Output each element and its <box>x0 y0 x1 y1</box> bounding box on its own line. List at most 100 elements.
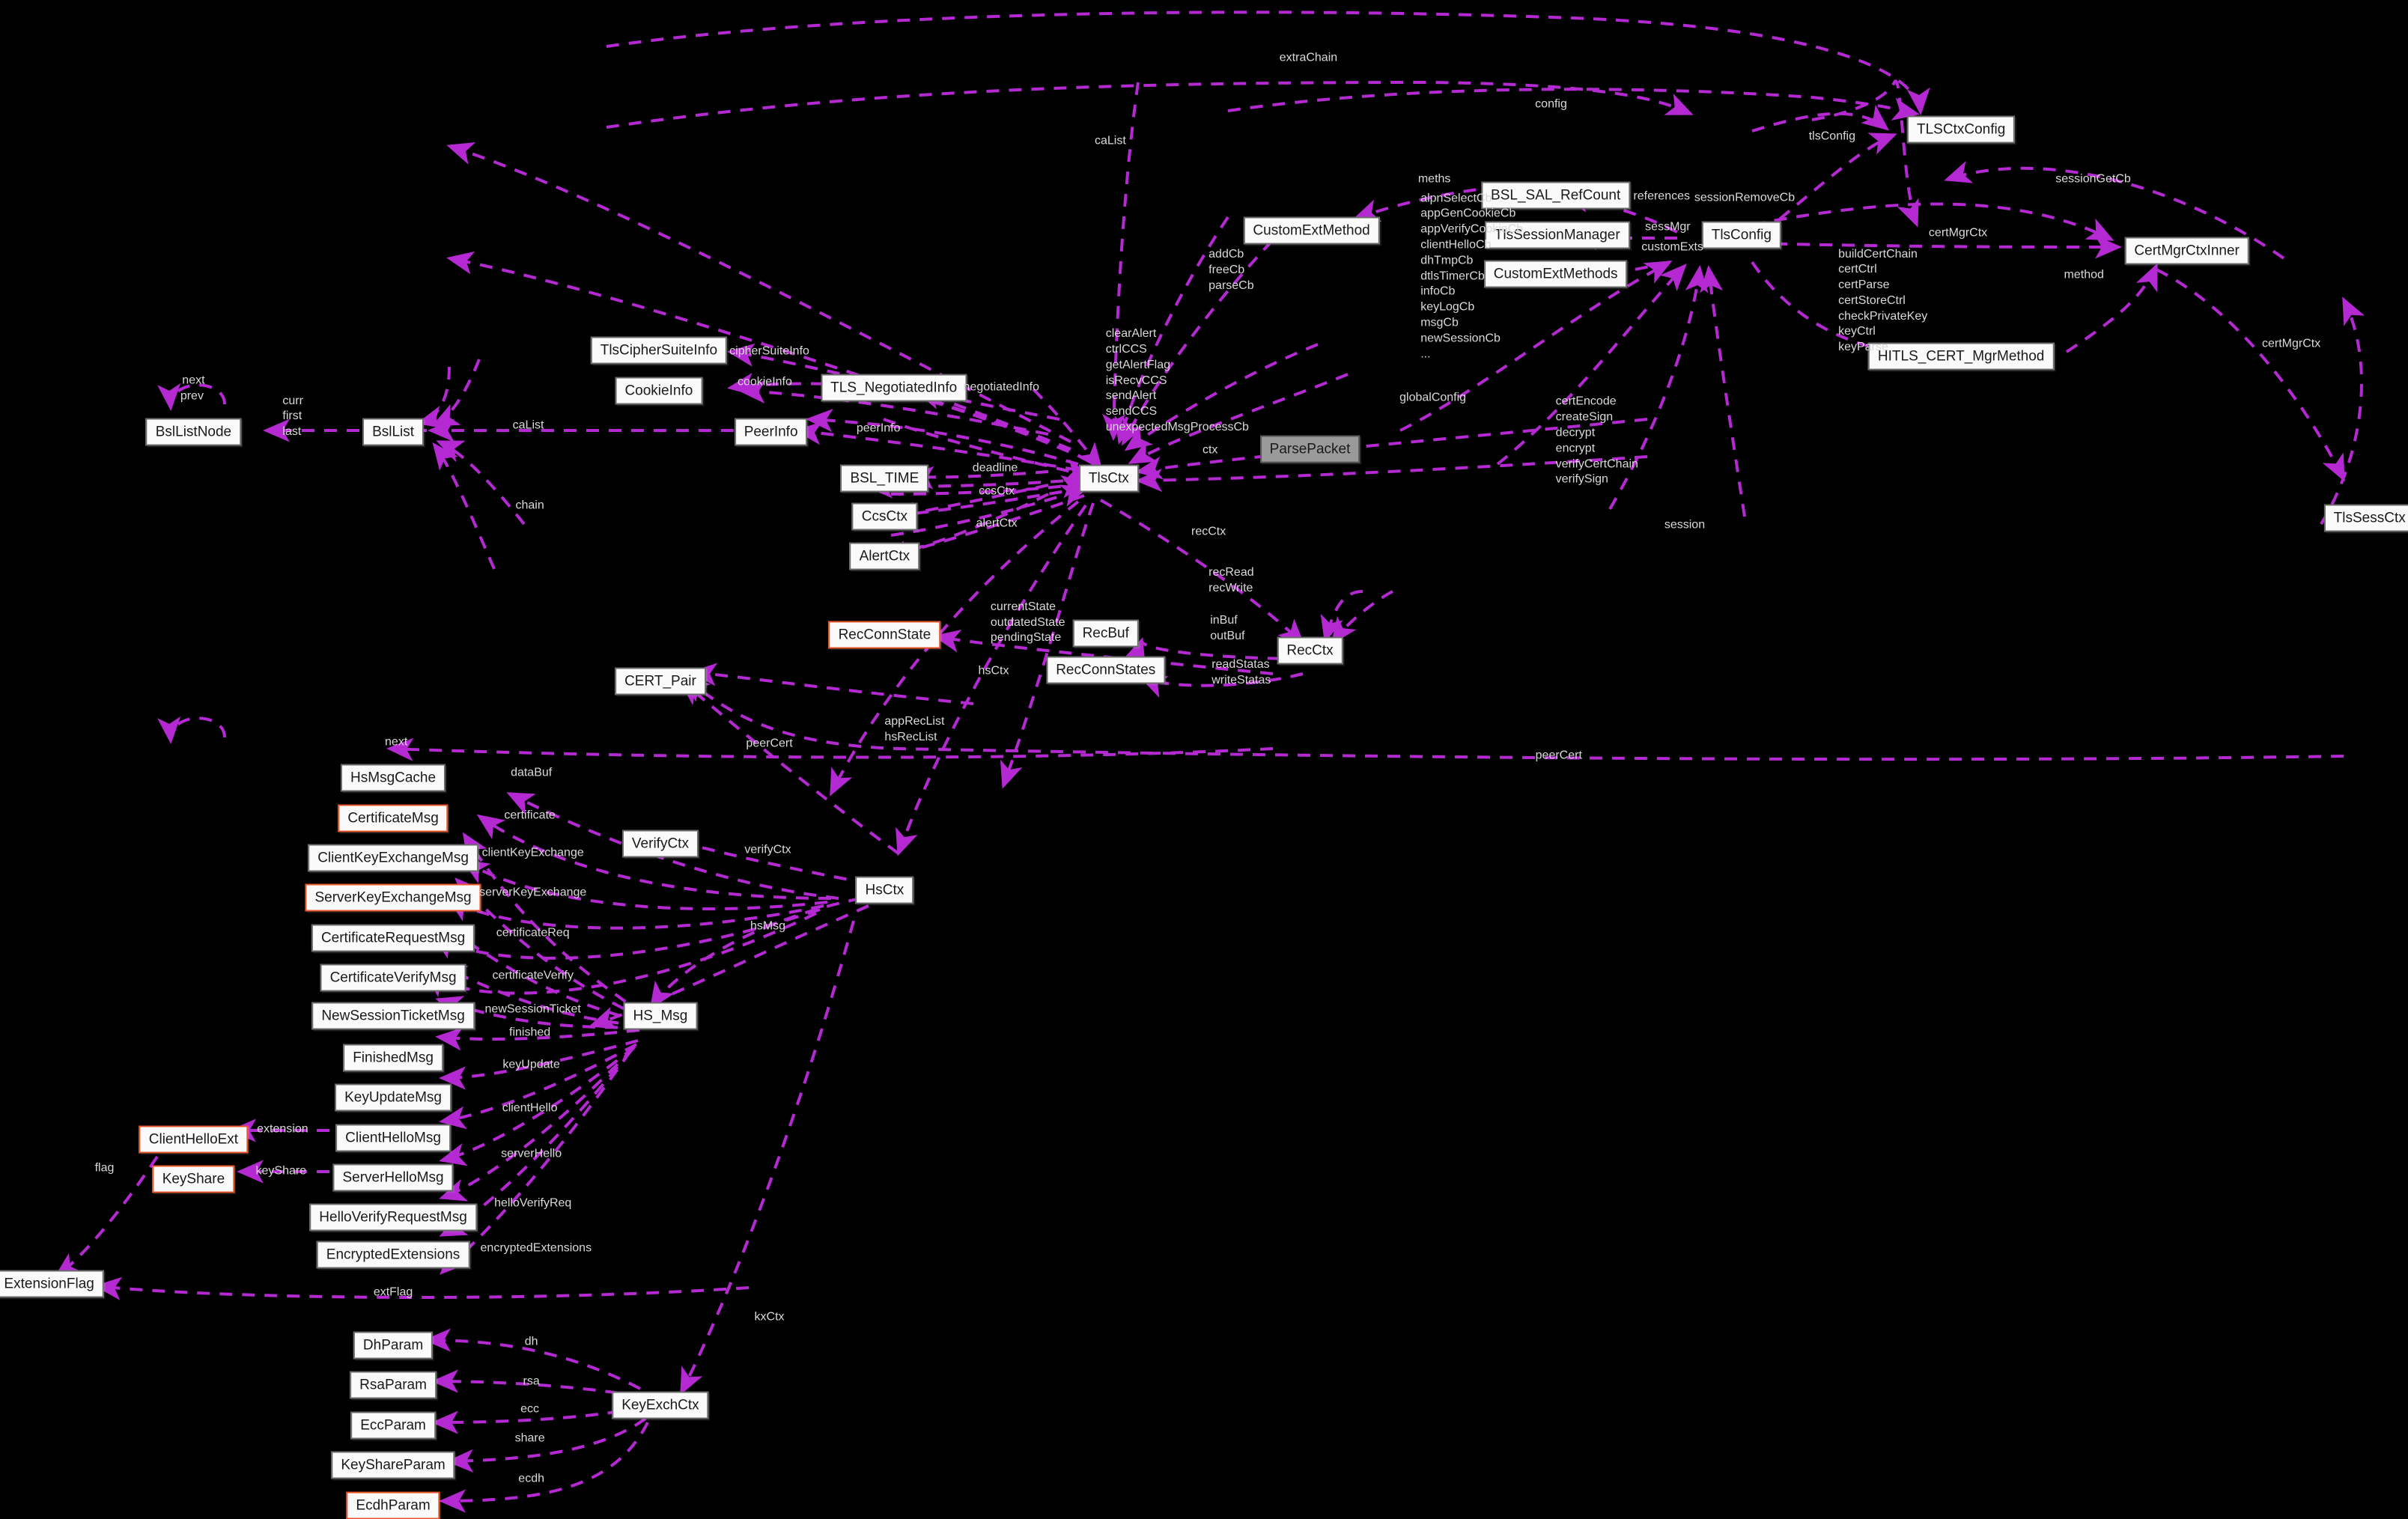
node-HelloVerifyRequestMsg[interactable]: HelloVerifyRequestMsg <box>309 1203 477 1232</box>
edge-label: currentState outdatedState pendingState <box>990 600 1065 645</box>
node-KeyUpdateMsg[interactable]: KeyUpdateMsg <box>335 1083 452 1112</box>
edge-label: serverHello <box>501 1147 562 1160</box>
node-TLSCtxConfig[interactable]: TLSCtxConfig <box>1907 115 2016 143</box>
edge-label: certMgrCtx <box>1928 226 1988 240</box>
edge-label: extension <box>257 1123 308 1136</box>
edge-label: next <box>182 374 205 387</box>
edge-label: sessMgr <box>1645 220 1691 234</box>
edge-label: references <box>1633 189 1690 203</box>
node-NewSessionTicketMsg[interactable]: NewSessionTicketMsg <box>311 1002 475 1030</box>
edge-label: prev <box>180 389 204 403</box>
node-EcdhParam[interactable]: EcdhParam <box>346 1491 440 1519</box>
node-VerifyCtx[interactable]: VerifyCtx <box>621 829 699 858</box>
edge-label: clearAlert ctrlCCS getAlertFlag isRecvCC… <box>1105 327 1249 434</box>
edge-label: verifyCtx <box>744 843 791 856</box>
edge-label: certEncode createSign decrypt encrypt ve… <box>1555 395 1638 486</box>
edge-label: flag <box>94 1161 115 1175</box>
node-CookieInfo[interactable]: CookieInfo <box>615 377 703 405</box>
edge-label: sessionGetCb <box>2055 172 2131 186</box>
node-CertificateMsg[interactable]: CertificateMsg <box>338 804 449 832</box>
node-BslList[interactable]: BslList <box>362 418 425 446</box>
node-HsMsgCache[interactable]: HsMsgCache <box>341 764 446 792</box>
node-RecBuf[interactable]: RecBuf <box>1072 619 1139 648</box>
edge-label: finished <box>509 1026 551 1039</box>
node-HsCtx[interactable]: HsCtx <box>855 876 914 904</box>
edge-label: caList <box>512 418 544 432</box>
node-RecConnStates[interactable]: RecConnStates <box>1046 656 1166 684</box>
edge-label: serverKeyExchange <box>479 886 587 899</box>
node-HITLS_CERT_MgrMethod[interactable]: HITLS_CERT_MgrMethod <box>1867 342 2055 371</box>
edge-label: addCb freeCb parseCb <box>1208 248 1254 292</box>
edge-label: ctx <box>1202 443 1218 457</box>
node-EccParam[interactable]: EccParam <box>350 1411 436 1440</box>
edge-label: rsa <box>523 1375 540 1388</box>
edge-label: share <box>514 1431 545 1445</box>
edge-label: kxCtx <box>754 1310 785 1324</box>
edge-label: hsMsg <box>750 919 786 933</box>
node-KeyShareParam[interactable]: KeyShareParam <box>331 1451 455 1479</box>
node-TlsConfig[interactable]: TlsConfig <box>1701 221 1781 249</box>
node-ClientHelloMsg[interactable]: ClientHelloMsg <box>335 1124 451 1152</box>
node-CERT_Pair[interactable]: CERT_Pair <box>615 667 706 695</box>
node-RecConnState[interactable]: RecConnState <box>828 621 941 649</box>
node-BslListNode[interactable]: BslListNode <box>145 418 242 446</box>
node-BSL_SAL_RefCount[interactable]: BSL_SAL_RefCount <box>1481 181 1631 210</box>
edge-label: clientKeyExchange <box>481 846 584 859</box>
edge-label: alpnSelectCb appGenCookieCb appVerifyCoo… <box>1420 192 1524 361</box>
edge-label: tlsConfig <box>1808 130 1855 143</box>
node-FinishedMsg[interactable]: FinishedMsg <box>343 1044 443 1072</box>
node-ClientHelloExt[interactable]: ClientHelloExt <box>139 1125 249 1154</box>
edge-label: certificateVerify <box>492 969 574 982</box>
edge-label: dataBuf <box>511 766 553 779</box>
node-CcsCtx[interactable]: CcsCtx <box>851 502 917 531</box>
node-RecCtx[interactable]: RecCtx <box>1277 636 1343 665</box>
node-CustomExtMethod[interactable]: CustomExtMethod <box>1243 216 1380 245</box>
edge-label: recRead recWrite <box>1208 566 1254 595</box>
node-BSL_TIME[interactable]: BSL_TIME <box>840 464 929 493</box>
edge-label: certificate <box>504 809 556 823</box>
node-ServerHelloMsg[interactable]: ServerHelloMsg <box>332 1163 454 1192</box>
edge-label: customExts <box>1641 240 1703 254</box>
node-CertificateRequestMsg[interactable]: CertificateRequestMsg <box>311 924 475 952</box>
edge-label: appRecList hsRecList <box>884 715 945 744</box>
node-ClientKeyExchangeMsg[interactable]: ClientKeyExchangeMsg <box>308 844 478 872</box>
edge-label: recCtx <box>1191 525 1226 538</box>
edge-label: negotiatedInfo <box>963 380 1039 394</box>
edge-label: method <box>2064 268 2104 281</box>
edge-label: next <box>385 735 408 749</box>
node-TlsSessCtx[interactable]: TlsSessCtx <box>2323 504 2408 532</box>
node-ExtensionFlag[interactable]: ExtensionFlag <box>0 1270 104 1298</box>
edge-label: keyShare <box>255 1164 307 1178</box>
node-DhParam[interactable]: DhParam <box>353 1331 434 1360</box>
node-TlsCipherSuiteInfo[interactable]: TlsCipherSuiteInfo <box>590 336 728 365</box>
node-TLS_NegotiatedInfo[interactable]: TLS_NegotiatedInfo <box>821 374 967 402</box>
edge-label: curr first last <box>282 394 303 438</box>
node-EncryptedExtensions[interactable]: EncryptedExtensions <box>316 1241 470 1269</box>
node-AlertCtx[interactable]: AlertCtx <box>849 542 920 570</box>
edge-label: inBuf outBuf <box>1210 614 1245 642</box>
node-ParsePacket[interactable]: ParsePacket <box>1259 435 1360 463</box>
node-HS_Msg[interactable]: HS_Msg <box>623 1002 698 1030</box>
node-CertificateVerifyMsg[interactable]: CertificateVerifyMsg <box>320 964 466 992</box>
edge-label: deadline <box>972 461 1018 475</box>
node-ServerKeyExchangeMsg[interactable]: ServerKeyExchangeMsg <box>305 883 481 912</box>
edge-label: cipherSuiteInfo <box>729 344 809 358</box>
node-PeerInfo[interactable]: PeerInfo <box>734 418 808 446</box>
edge-label: certificateReq <box>496 926 570 940</box>
edge-label: chain <box>515 499 544 512</box>
node-CertMgrCtxInner[interactable]: CertMgrCtxInner <box>2124 237 2249 265</box>
node-RsaParam[interactable]: RsaParam <box>350 1371 437 1399</box>
node-KeyExchCtx[interactable]: KeyExchCtx <box>612 1391 709 1419</box>
edge-label: alertCtx <box>976 517 1018 530</box>
edge-label: ccsCtx <box>979 484 1015 498</box>
edge-label: session <box>1664 518 1706 532</box>
node-TlsCtx[interactable]: TlsCtx <box>1078 464 1139 493</box>
node-CustomExtMethods[interactable]: CustomExtMethods <box>1483 260 1628 288</box>
edge-label: dh <box>524 1335 538 1348</box>
node-KeyShare[interactable]: KeyShare <box>152 1165 235 1193</box>
edge-label: helloVerifyReq <box>494 1196 572 1210</box>
node-TlsSessionManager[interactable]: TlsSessionManager <box>1484 221 1630 249</box>
edge-label: meths <box>1417 172 1451 186</box>
